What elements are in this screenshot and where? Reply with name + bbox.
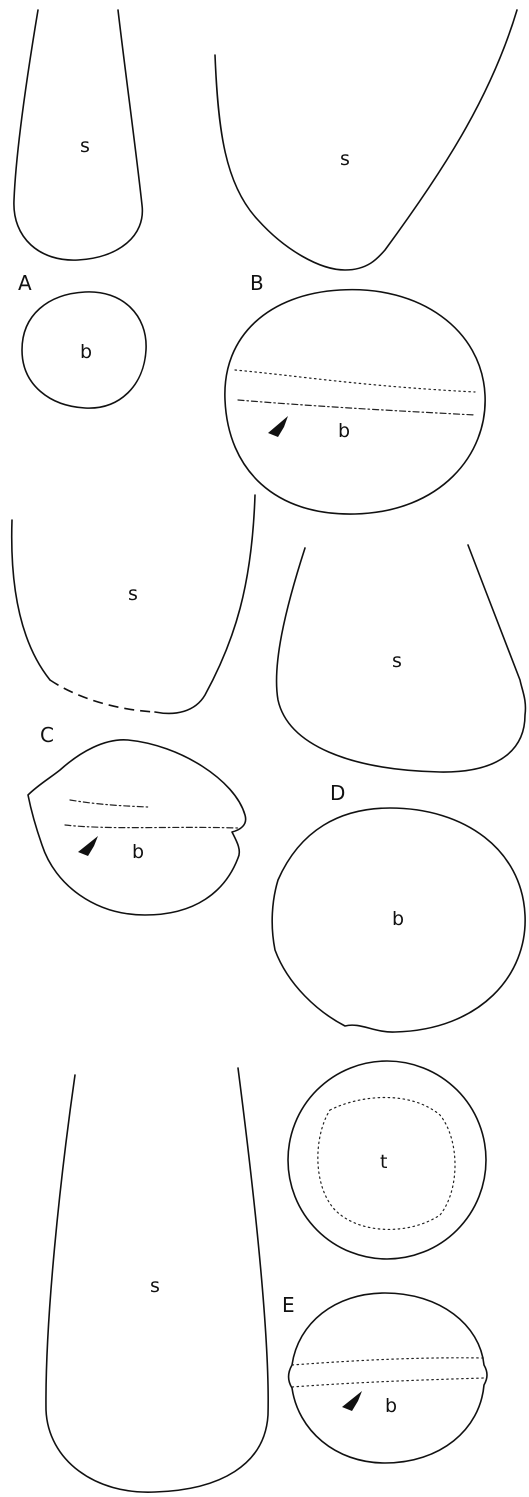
panel-b-body-outline [224, 288, 486, 515]
panel-b-label: B [250, 271, 264, 295]
panel-b-body-label: b [338, 420, 350, 442]
panel-c-stalk-label: s [128, 583, 138, 605]
panel-e-upper-line [291, 1357, 485, 1366]
panel-e-arrowhead-icon [342, 1391, 362, 1411]
panel-c-body-outline [27, 739, 247, 916]
panel-a-stalk-label: s [80, 135, 90, 157]
panel-c-label: C [40, 723, 54, 747]
panel-d-label: D [330, 781, 345, 805]
panel-a: s A b [13, 9, 147, 409]
panel-c-stalk-outline [10, 519, 51, 681]
panel-c-stalk-dashed-edge [49, 679, 156, 713]
panel-c-stalk-outline-right [154, 494, 256, 715]
panel-b-arrowhead-icon [268, 416, 288, 437]
panel-a-stalk-outline [13, 9, 144, 261]
panel-e-top-label: t [380, 1151, 387, 1173]
panel-d-stalk-label: s [392, 650, 402, 672]
panel-e-body-outline [287, 1292, 488, 1464]
panel-e-body-label: b [385, 1395, 397, 1417]
panel-b-stalk-label: s [340, 148, 350, 170]
panel-b: s B b [214, 9, 518, 515]
panel-e-stalk-label: s [150, 1275, 160, 1297]
panel-c-body-label: b [132, 841, 144, 863]
panel-e-lower-line [291, 1377, 485, 1388]
panel-b-stalk-outline [214, 9, 518, 271]
panel-d-body-label: b [392, 908, 404, 930]
panel-e-top-inner-ring [317, 1096, 456, 1230]
panel-d-body-outline [271, 807, 526, 1033]
panel-e-top-outline [287, 1060, 487, 1260]
panel-a-label: A [18, 271, 32, 295]
panel-c-lower-line [64, 824, 239, 829]
panel-d-stalk-outline [275, 544, 527, 773]
panel-e-stalk-outline [45, 1067, 269, 1493]
panel-a-body-outline [21, 291, 147, 409]
panel-b-upper-line [234, 369, 476, 393]
panel-b-lower-line [237, 399, 476, 416]
panel-c-upper-line [69, 799, 149, 808]
panel-c: s C b [10, 494, 256, 916]
panel-c-arrowhead-icon [78, 836, 98, 856]
panel-e: s t E b [45, 1060, 488, 1493]
panel-a-body-label: b [80, 341, 92, 363]
panel-e-label: E [282, 1293, 295, 1317]
panel-d: s D b [271, 544, 527, 1033]
